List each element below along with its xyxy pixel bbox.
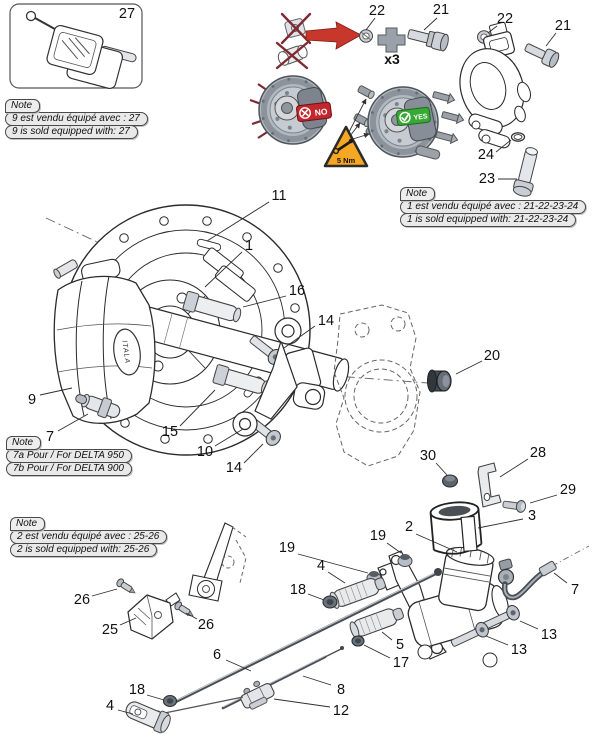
screw-26a-drawing [116, 578, 136, 594]
switch-25-drawing [127, 592, 181, 640]
nut-18a-drawing [322, 595, 338, 609]
leader-line-19 [297, 553, 369, 574]
bolt-21-drawing [407, 29, 449, 52]
leader-line-24 [495, 139, 512, 153]
leader-line-19 [386, 542, 402, 554]
leader-line-30 [435, 462, 448, 476]
leader-line-13 [485, 635, 509, 646]
replace-arrow-icon [305, 21, 362, 50]
caliper-brand-text: ITALA [120, 340, 130, 365]
leader-line-15 [179, 389, 216, 427]
hub-dashed-outline [333, 304, 421, 467]
caliper-bracket-drawing [459, 21, 531, 149]
boot-3-drawing [429, 501, 483, 555]
leader-line-5 [381, 631, 393, 641]
leader-line-21 [545, 32, 557, 47]
leader-line-14 [243, 443, 264, 464]
leader-line-3 [477, 518, 524, 529]
axle-nut-20-drawing [427, 369, 452, 393]
push-rod-6-drawing [173, 568, 442, 704]
leader-line-16 [242, 295, 287, 308]
clevis-4b-drawing [125, 701, 171, 734]
leader-line-2 [415, 533, 458, 553]
leader-line-26 [91, 588, 118, 597]
leader-line-7 [553, 572, 568, 584]
leader-line-20 [455, 360, 483, 375]
yes-badge-text: YES [413, 113, 428, 122]
leader-line-22 [365, 17, 376, 31]
nut-17-drawing [351, 635, 365, 647]
nut-22-drawing [359, 29, 373, 43]
threaded-rod-8-drawing [221, 646, 344, 710]
multiplier-text: x3 [384, 51, 400, 67]
plus-icon [377, 27, 406, 53]
leader-line-18 [146, 694, 165, 701]
oring-24-drawing [510, 132, 526, 142]
pedal-linkage-drawing [188, 522, 247, 602]
no-badge-text: NO [314, 106, 328, 118]
leader-line-7 [57, 413, 89, 432]
leader-line-21 [423, 17, 438, 31]
bracket-28-drawing [477, 462, 502, 508]
leader-line-14 [283, 325, 316, 349]
obsolete-parts-crossed-out [275, 12, 312, 70]
reservoir-drawing [438, 546, 495, 612]
cap-19a-drawing [397, 554, 413, 567]
leader-line-10 [214, 428, 244, 447]
leader-line-9 [39, 387, 73, 396]
leader-line-11 [206, 201, 270, 242]
leader-line-13 [519, 620, 539, 630]
pin-23-drawing [512, 147, 539, 197]
leader-line-25 [119, 617, 137, 626]
banjo-fitting-7-drawing [75, 393, 121, 419]
leader-line-26 [185, 612, 198, 620]
torque-value-text: 5 Nm [337, 156, 356, 165]
joint-12-drawing [240, 680, 275, 710]
wheel-wrong-drawing: NO [249, 75, 332, 145]
pin-16-drawing [182, 290, 242, 323]
leader-line-4 [327, 571, 346, 584]
bolt-13b-drawing [450, 622, 489, 647]
pad-holder-1-drawing [202, 247, 256, 302]
brake-hose-7-drawing [497, 558, 557, 601]
leader-line-1 [204, 251, 243, 288]
leader-line-28 [499, 458, 529, 478]
nut-30-drawing [442, 474, 458, 488]
no-badge: NO [295, 101, 332, 123]
nut-18b-drawing [162, 694, 178, 708]
leader-line-18 [307, 593, 325, 601]
leader-line-22 [487, 25, 498, 34]
yes-badge: YES [395, 106, 431, 127]
caliper-9-drawing: ITALA [53, 258, 156, 424]
adjuster-4-drawing [329, 577, 386, 609]
torque-arm-10-drawing [232, 317, 326, 437]
leader-line-6 [225, 659, 252, 672]
leader-line-4 [117, 709, 134, 715]
leader-lines [39, 17, 568, 715]
bolt-21-right-drawing [524, 43, 560, 68]
leader-line-12 [273, 698, 331, 708]
leader-line-29 [529, 494, 558, 504]
wheel-correct-drawing: YES [353, 85, 465, 160]
torque-warning-triangle: 5 Nm [323, 98, 370, 168]
leader-line-8 [302, 675, 332, 686]
screw-29-drawing [502, 499, 527, 513]
adjuster-5-drawing [349, 607, 404, 639]
inset-box-pads-drawing [9, 3, 143, 90]
leader-line-17 [363, 644, 391, 659]
